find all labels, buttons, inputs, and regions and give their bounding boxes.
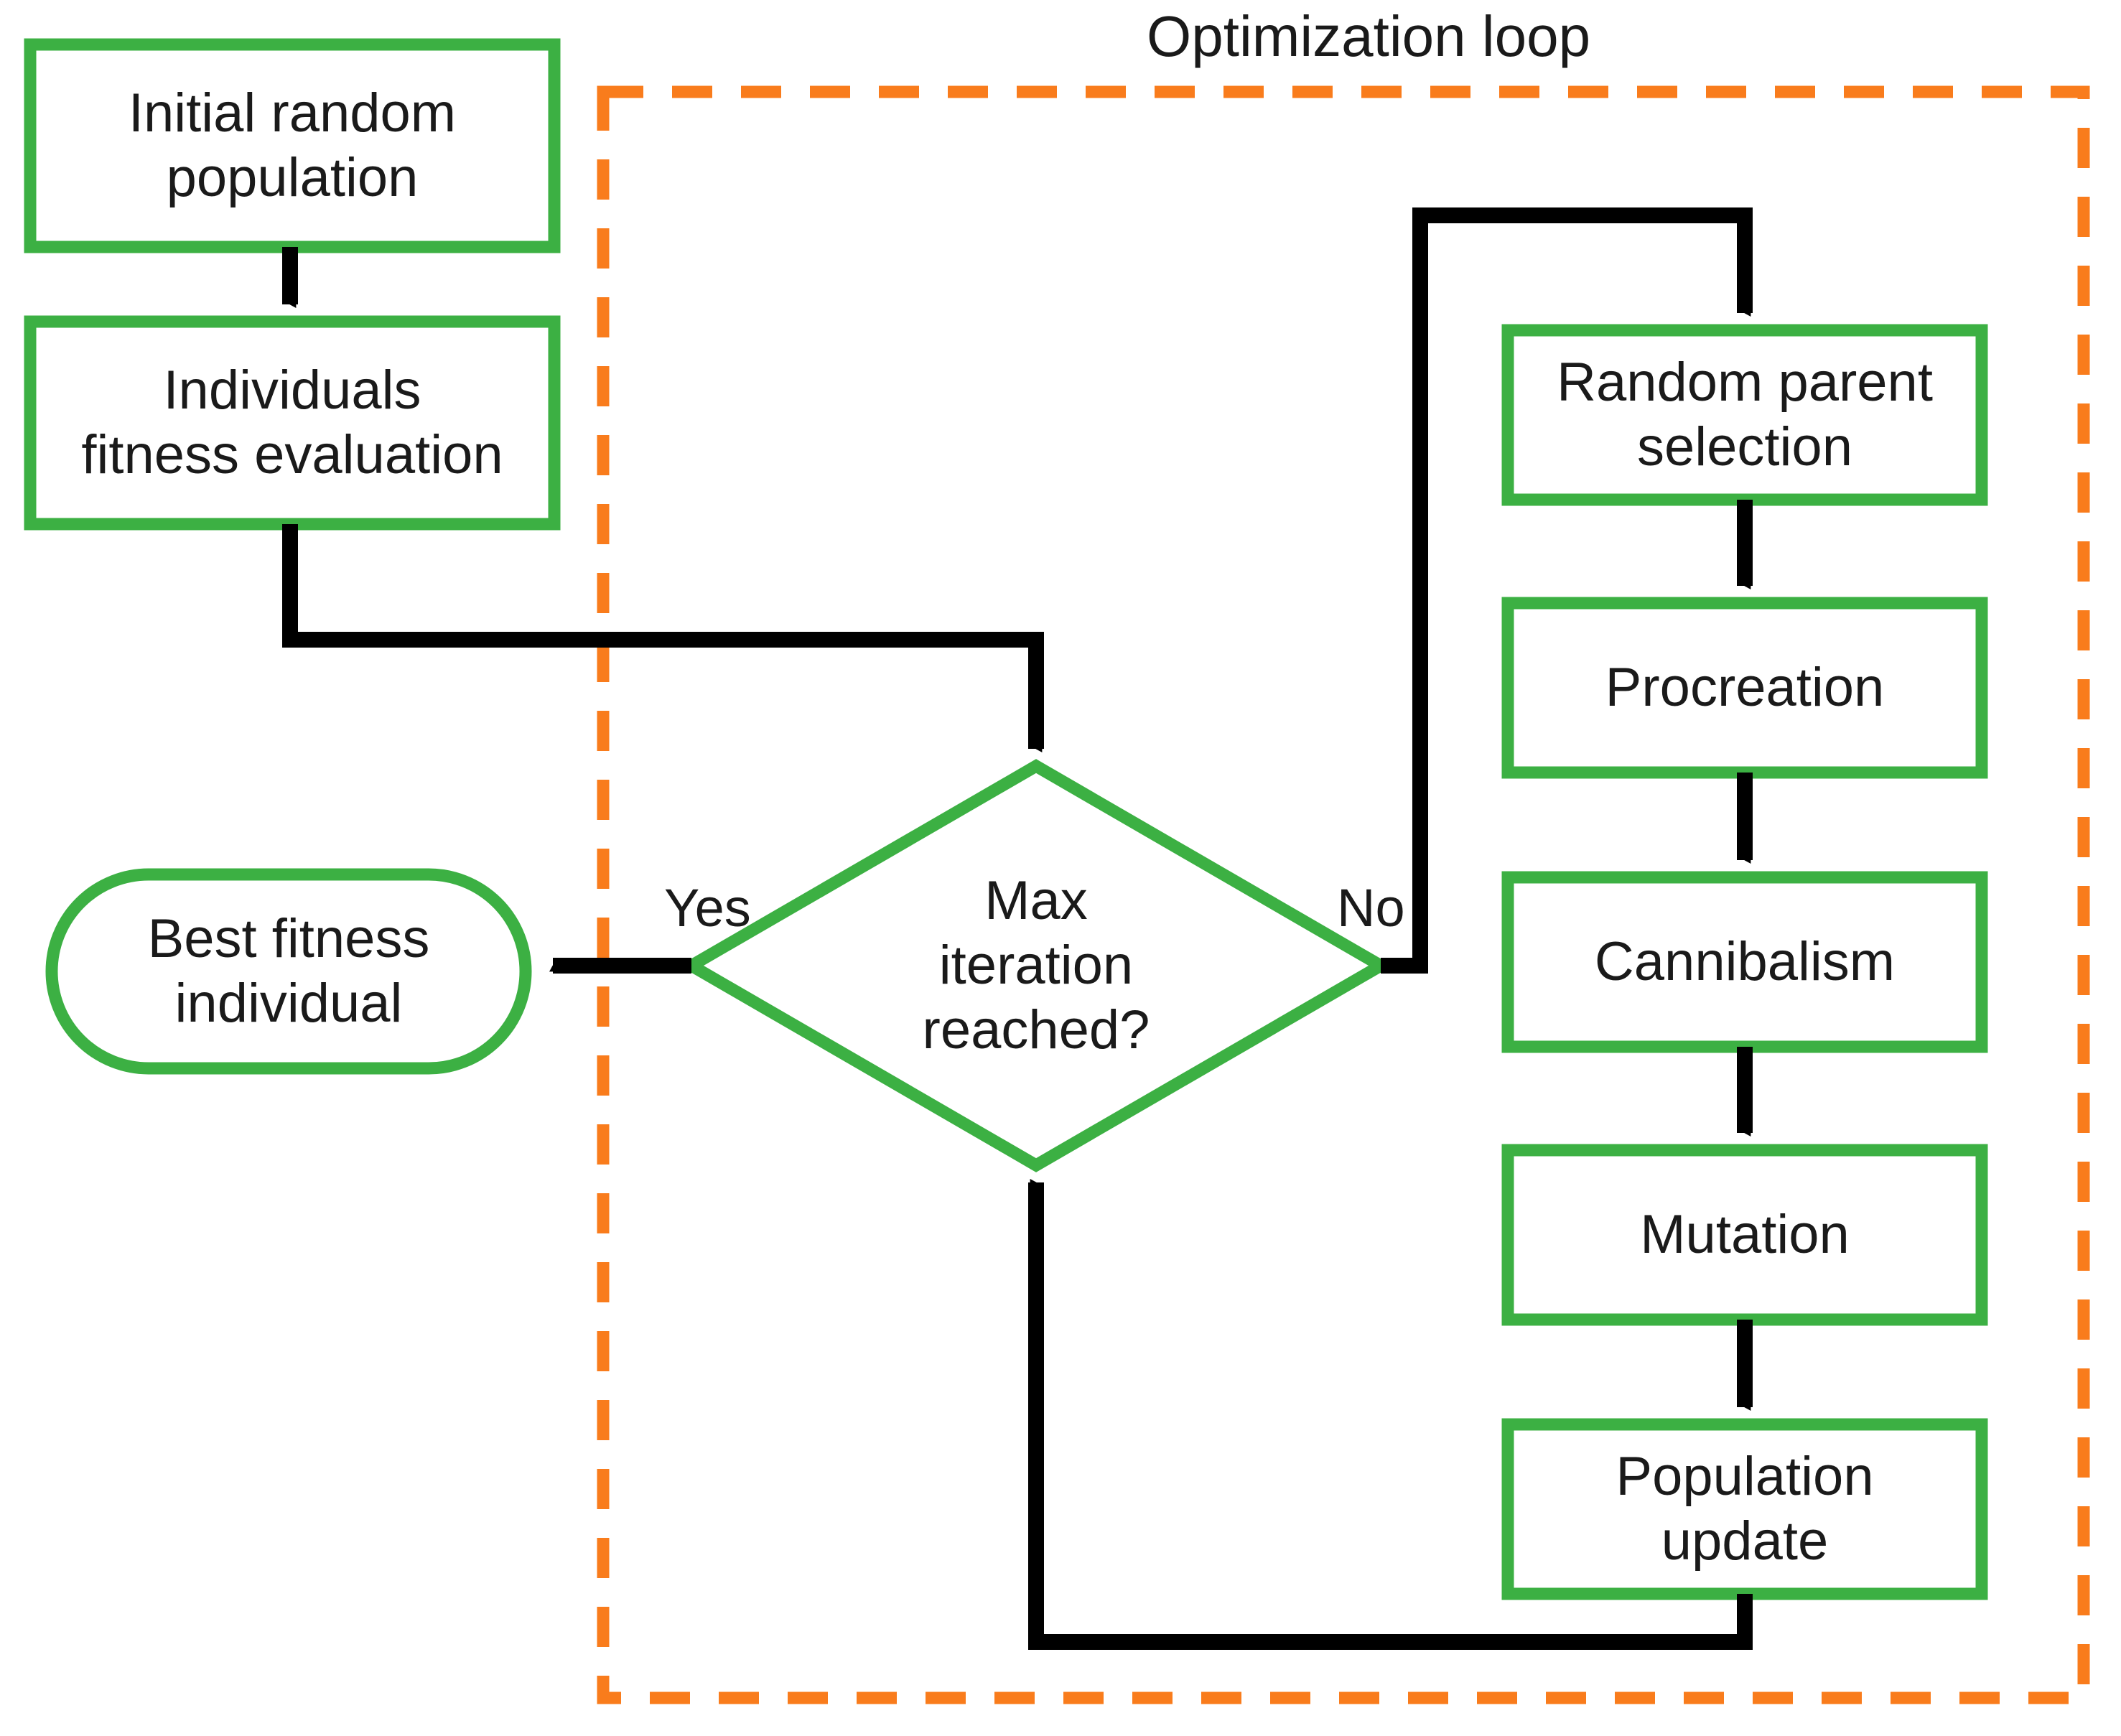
edge-label-yes: Yes [664,878,751,938]
node-mutation[interactable] [1501,1144,1988,1326]
edge-fitness-to-decision [282,524,1044,752]
node-individuals-fitness-evaluation[interactable] [24,315,561,531]
edge-label-no: No [1337,878,1405,938]
node-procreation[interactable] [1501,597,1988,779]
node-random-parent-selection[interactable] [1501,324,1988,506]
node-max-iteration-reached[interactable] [679,759,1393,1172]
node-cannibalism[interactable] [1501,871,1988,1053]
node-best-fitness-individual[interactable] [45,868,532,1075]
edge-decision-no-to-parent [1381,207,1753,974]
node-initial-random-population[interactable] [24,38,561,253]
edge-population-update-to-decision [1028,1179,1753,1650]
optimization-loop-group-border [597,85,2090,1704]
node-population-update[interactable] [1501,1418,1988,1600]
optimization-loop-title: Optimization loop [1147,4,1591,68]
